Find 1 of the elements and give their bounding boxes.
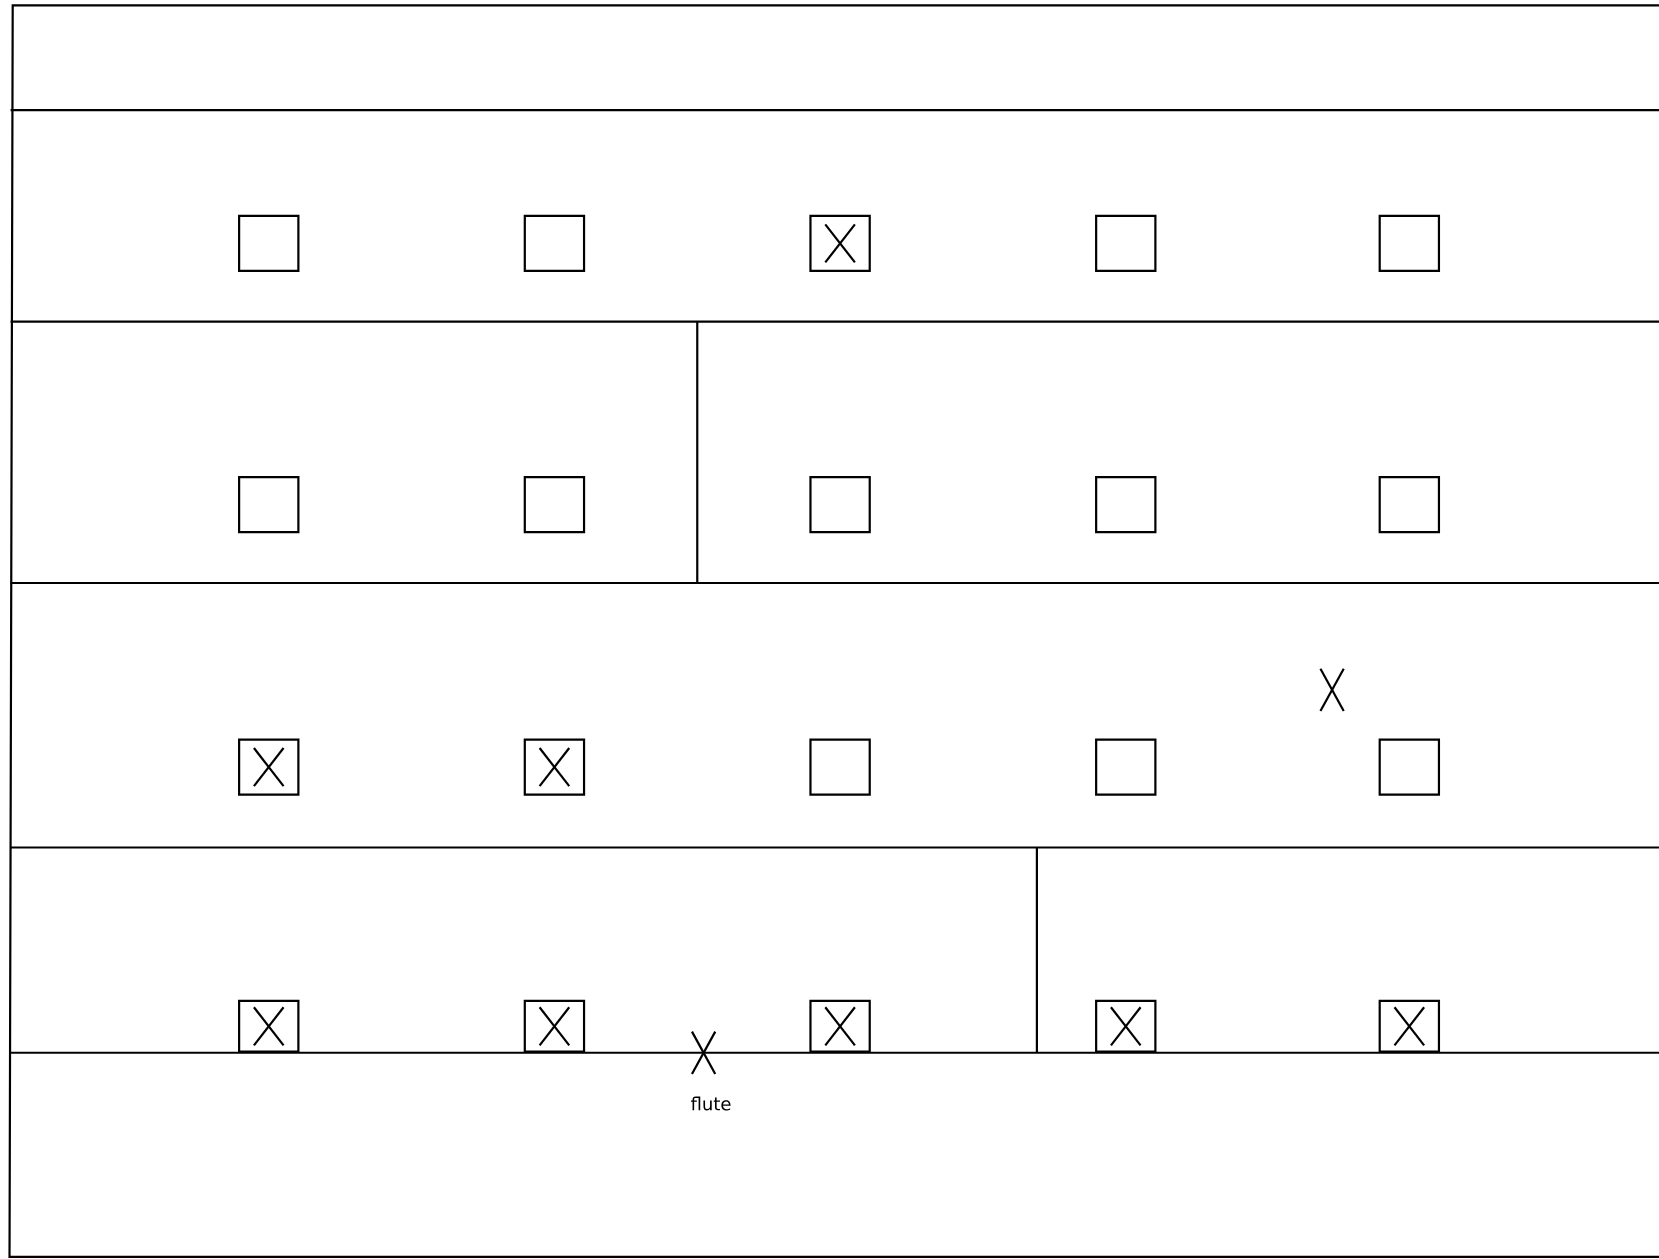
handwritten-label: flute: [691, 1096, 731, 1111]
